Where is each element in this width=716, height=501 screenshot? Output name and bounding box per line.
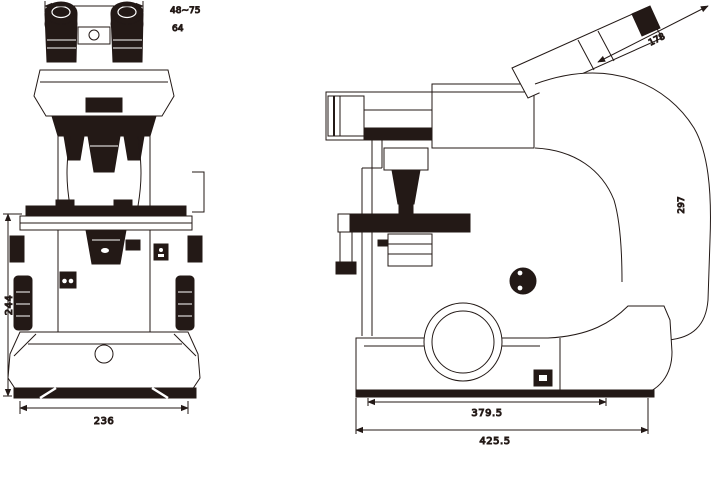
stage (19, 171, 205, 231)
dim-width: 236 (19, 401, 189, 428)
fine-focus-knob (509, 267, 537, 295)
dim-height: 244 (3, 213, 22, 397)
control-dial-icon-a (59, 271, 77, 289)
body-column (57, 135, 151, 207)
front-view-drawing: 48~75 64 244 236 (3, 1, 205, 428)
side-objective (383, 147, 429, 215)
control-dial-icon-b (95, 243, 115, 258)
dim-arm-height-label: 297 (677, 196, 687, 213)
dim-depth-total: 425.5 (355, 398, 649, 448)
side-tube-assembly (325, 91, 433, 141)
dim-interpupillary: 48~75 64 (44, 1, 201, 35)
side-head-block (431, 83, 535, 149)
focus-knob-left (13, 275, 33, 331)
control-dial-icon-c (153, 243, 169, 261)
nosepiece-objectives (51, 115, 157, 173)
coarse-focus-knob (423, 302, 503, 382)
focus-knob-right (175, 275, 195, 331)
binocular-head (33, 69, 175, 117)
eyepiece-left (44, 1, 78, 63)
dim-depth-total-label: 425.5 (479, 436, 510, 447)
base (7, 331, 201, 400)
side-view-drawing: 178 297 (325, 5, 711, 448)
dim-depth-partial: 379.5 (367, 398, 607, 420)
stage-side-knobs (9, 235, 203, 263)
eyepiece-right (110, 1, 144, 63)
dim-depth-partial-label: 379.5 (471, 408, 502, 419)
side-condenser (377, 233, 433, 267)
dim-eyepoint-label: 64 (172, 24, 184, 34)
stage-clip (192, 171, 205, 213)
dim-height-label: 244 (4, 295, 15, 316)
side-stage (335, 213, 471, 275)
arm (534, 72, 711, 341)
dim-interpupillary-label: 48~75 (170, 6, 200, 16)
binocular-bridge (77, 26, 111, 45)
side-base (355, 305, 673, 398)
stand-front-plate (361, 140, 383, 336)
dim-width-label: 236 (94, 416, 115, 427)
